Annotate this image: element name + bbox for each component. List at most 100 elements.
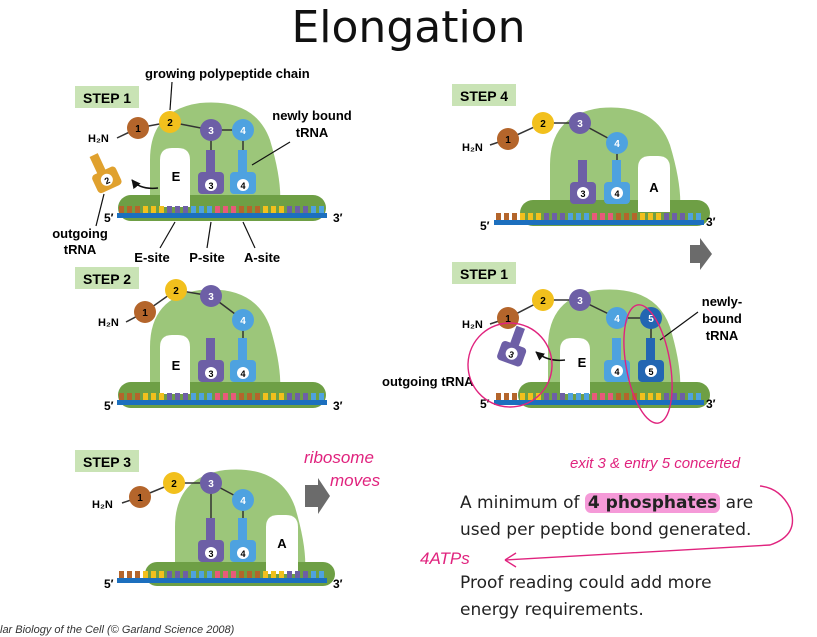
codon-tick bbox=[191, 571, 196, 578]
text-line-2: used per peptide bond generated. bbox=[460, 520, 752, 540]
codon-tick bbox=[215, 206, 220, 213]
svg-text:3: 3 bbox=[208, 549, 213, 559]
codon-tick bbox=[672, 213, 677, 220]
mrna-5-prime: 5′ bbox=[104, 211, 114, 225]
trna-number: 4 bbox=[240, 181, 245, 191]
svg-text:3: 3 bbox=[208, 126, 214, 137]
svg-text:1: 1 bbox=[137, 493, 143, 504]
codon-tick bbox=[119, 571, 124, 578]
codon-tick bbox=[183, 571, 188, 578]
outgoing-trna: 3 bbox=[497, 325, 527, 367]
codon-tick bbox=[263, 571, 268, 578]
amino-acid-2: 2 bbox=[163, 472, 185, 494]
codon-tick bbox=[135, 206, 140, 213]
image-credit: lar Biology of the Cell (© Garland Scien… bbox=[0, 624, 235, 636]
trna-a-site: 4 bbox=[230, 338, 256, 382]
codon-tick bbox=[520, 393, 525, 400]
codon-tick bbox=[303, 571, 308, 578]
codon-tick bbox=[608, 393, 613, 400]
svg-text:1: 1 bbox=[135, 124, 141, 135]
codon-tick bbox=[600, 393, 605, 400]
codon-tick bbox=[311, 571, 316, 578]
codon-tick bbox=[255, 206, 260, 213]
codon-tick bbox=[127, 206, 132, 213]
codon-tick bbox=[696, 213, 701, 220]
svg-text:3: 3 bbox=[208, 369, 213, 379]
line1-suffix: are bbox=[725, 493, 754, 513]
codon-tick bbox=[592, 393, 597, 400]
trna-p-site: 3 bbox=[570, 160, 596, 204]
mrna-5-prime: 5′ bbox=[480, 397, 490, 411]
amino-acid-3: 3 bbox=[569, 112, 591, 134]
mrna-3-prime: 3′ bbox=[333, 399, 343, 413]
codon-tick bbox=[263, 206, 268, 213]
codon-tick bbox=[544, 213, 549, 220]
codon-tick bbox=[175, 571, 180, 578]
step1-label: STEP 1 bbox=[83, 90, 131, 106]
codon-tick bbox=[231, 393, 236, 400]
codon-tick bbox=[592, 213, 597, 220]
growing-chain-label: growing polypeptide chain bbox=[145, 66, 310, 81]
move-arrow-icon bbox=[690, 238, 712, 270]
codon-tick bbox=[199, 393, 204, 400]
codon-tick bbox=[159, 571, 164, 578]
trna-a-site: 4 bbox=[230, 150, 256, 194]
step2-panel: STEP 2 E 5′ 3′ 3 4 H₂N 1 2 3 4 bbox=[75, 267, 343, 413]
codon-tick bbox=[528, 213, 533, 220]
highlighted-phosphates: 4 phosphates bbox=[584, 493, 721, 513]
codon-tick bbox=[608, 213, 613, 220]
codon-tick bbox=[319, 393, 324, 400]
mrna-5-prime: 5′ bbox=[104, 577, 114, 591]
codon-tick bbox=[648, 213, 653, 220]
a-site-pocket bbox=[638, 156, 670, 212]
svg-text:2: 2 bbox=[540, 296, 546, 307]
codon-tick bbox=[552, 213, 557, 220]
step2-label: STEP 2 bbox=[83, 271, 131, 287]
codon-tick bbox=[215, 393, 220, 400]
codon-tick bbox=[255, 393, 260, 400]
codon-tick bbox=[568, 393, 573, 400]
codon-tick bbox=[504, 393, 509, 400]
a-site-letter: A bbox=[649, 180, 659, 195]
svg-text:4: 4 bbox=[240, 549, 245, 559]
mrna-3-prime: 3′ bbox=[333, 211, 343, 225]
codon-tick bbox=[319, 206, 324, 213]
e-site-letter: E bbox=[578, 355, 587, 370]
codon-tick bbox=[271, 571, 276, 578]
newly-bound-label-2: bound bbox=[702, 311, 742, 326]
codon-tick bbox=[287, 206, 292, 213]
svg-text:4: 4 bbox=[240, 316, 246, 327]
codon-tick bbox=[223, 571, 228, 578]
codon-tick bbox=[295, 206, 300, 213]
svg-text:3: 3 bbox=[208, 292, 214, 303]
codon-tick bbox=[656, 213, 661, 220]
codon-tick bbox=[247, 206, 252, 213]
codon-tick bbox=[151, 393, 156, 400]
svg-text:5: 5 bbox=[648, 367, 653, 377]
amino-acid-4: 4 bbox=[232, 309, 254, 331]
codon-tick bbox=[568, 213, 573, 220]
codon-tick bbox=[544, 393, 549, 400]
e-site-pocket bbox=[160, 148, 190, 207]
codon-tick bbox=[167, 206, 172, 213]
codon-tick bbox=[287, 393, 292, 400]
e-site-pocket bbox=[160, 335, 190, 394]
codon-tick bbox=[295, 571, 300, 578]
amino-acid-4: 4 bbox=[606, 307, 628, 329]
codon-tick bbox=[151, 206, 156, 213]
codon-tick bbox=[207, 393, 212, 400]
text-line-1: A minimum of 4 phosphates are bbox=[460, 490, 753, 517]
svg-text:2: 2 bbox=[540, 119, 546, 130]
trna-a-site: 4 bbox=[230, 518, 256, 562]
e-site-label: E-site bbox=[134, 250, 169, 265]
e-site-letter: E bbox=[172, 358, 181, 373]
a-site-letter: A bbox=[277, 536, 287, 551]
svg-text:4: 4 bbox=[614, 367, 619, 377]
codon-tick bbox=[664, 213, 669, 220]
codon-tick bbox=[303, 393, 308, 400]
codon-tick bbox=[159, 393, 164, 400]
step2-box bbox=[75, 267, 139, 289]
svg-text:4: 4 bbox=[240, 126, 246, 137]
codon-tick bbox=[143, 206, 148, 213]
svg-text:3: 3 bbox=[577, 296, 583, 307]
